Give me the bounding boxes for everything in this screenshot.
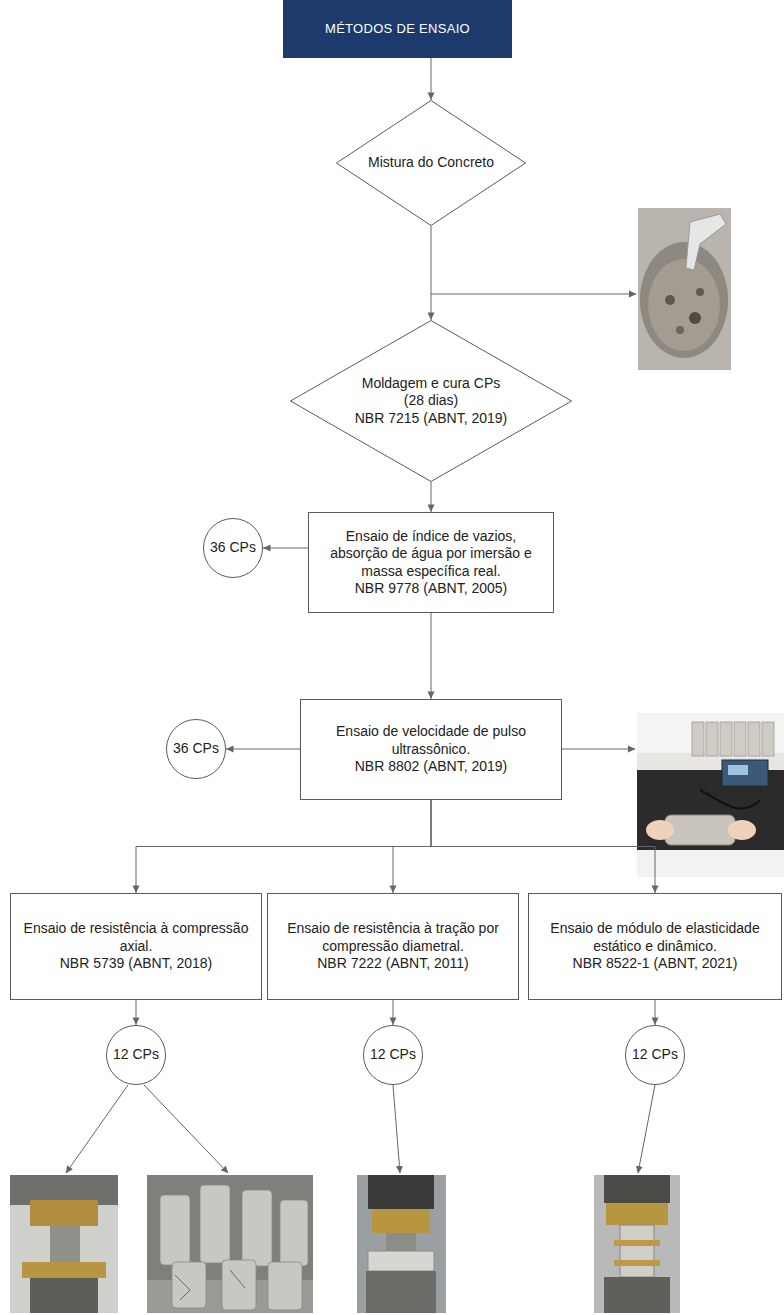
process-box: Ensaio de resistência à compressão axial… [10, 893, 262, 1000]
photo-arrow [144, 1085, 228, 1173]
arrow-head [428, 692, 435, 700]
connector-line [226, 749, 300, 750]
photo-arrow [431, 294, 636, 295]
text-group: Ensaio de índice de vazios, absorção de … [318, 528, 544, 598]
press-photo [357, 1175, 446, 1313]
photo-arrow [66, 1085, 128, 1173]
photo-arrow [562, 749, 635, 750]
arrow-head [390, 886, 397, 894]
node-label: NBR 8802 (ABNT, 2019) [311, 758, 551, 776]
text-group: 12 CPs [367, 1046, 419, 1064]
connector-line [431, 226, 432, 320]
flow-arrow [428, 226, 435, 320]
count-label: 36 CPs [170, 740, 222, 758]
arrow-head [263, 545, 271, 552]
node-label: Ensaio de resistência à tração por compr… [277, 920, 509, 955]
count-circle: 12 CPs [625, 1025, 685, 1085]
connector-line [393, 800, 431, 893]
count-circle: 36 CPs [166, 719, 226, 779]
arrow-head [428, 93, 435, 101]
flow-arrow [428, 482, 435, 512]
node-label: Ensaio de índice de vazios, absorção de … [318, 528, 544, 581]
decision-diamond: Moldagem e cura CPs (28 dias)NBR 7215 (A… [290, 320, 572, 482]
connector-line [136, 800, 431, 893]
decision-diamond: Mistura do Concreto [336, 100, 526, 226]
flow-arrow [390, 800, 432, 893]
text-group: Ensaio de resistência à compressão axial… [20, 920, 252, 973]
connector-line [431, 800, 655, 893]
arrow-head [652, 1018, 659, 1026]
text-group: Ensaio de módulo de elasticidade estátic… [538, 920, 772, 973]
node-label: NBR 9778 (ABNT, 2005) [318, 580, 544, 598]
photo-arrow [393, 1085, 400, 1173]
flow-arrow [390, 1000, 397, 1025]
title-box: MÉTODOS DE ENSAIO [283, 0, 512, 58]
arrow-head [226, 746, 234, 753]
flow-arrow [431, 800, 659, 893]
node-label: Ensaio de resistência à compressão axial… [20, 920, 252, 955]
flow-arrow [652, 1000, 659, 1025]
count-label: 36 CPs [207, 539, 259, 557]
photo-arrow [638, 1085, 655, 1173]
node-label: NBR 7215 (ABNT, 2019) [351, 410, 511, 428]
diamond-outline [291, 321, 572, 482]
count-circle: 12 CPs [106, 1025, 166, 1085]
count-label: 12 CPs [110, 1046, 162, 1064]
flow-arrow [428, 613, 435, 699]
arrow-head [133, 1018, 140, 1026]
text-group: 12 CPs [110, 1046, 162, 1064]
flow-arrow [263, 545, 308, 552]
mixer-photo [638, 208, 731, 370]
specimens-photo [147, 1175, 313, 1313]
arrow-head [652, 886, 659, 894]
count-label: 12 CPs [629, 1046, 681, 1064]
process-box: Ensaio de velocidade de pulso ultrassôni… [300, 699, 562, 800]
count-label: 12 CPs [367, 1046, 419, 1064]
press-photo [594, 1175, 680, 1313]
process-box: Ensaio de módulo de elasticidade estátic… [528, 893, 782, 1000]
arrow-head [428, 313, 435, 321]
node-label: Ensaio de velocidade de pulso ultrassôni… [311, 723, 551, 758]
text-group: 36 CPs [207, 539, 259, 557]
text-group: MÉTODOS DE ENSAIO [293, 21, 503, 37]
text-group: 36 CPs [170, 740, 222, 758]
flow-arrow [226, 746, 300, 753]
count-circle: 36 CPs [203, 518, 263, 578]
flow-arrow [133, 1000, 140, 1025]
arrow-head [390, 1018, 397, 1026]
node-label: NBR 5739 (ABNT, 2018) [20, 955, 252, 973]
text-group: Ensaio de resistência à tração por compr… [277, 920, 509, 973]
node-label: NBR 8522-1 (ABNT, 2021) [538, 955, 772, 973]
node-label: Mistura do Concreto [361, 154, 501, 172]
process-box: Ensaio de índice de vazios, absorção de … [308, 512, 554, 613]
flow-arrow [428, 58, 435, 100]
text-group: Mistura do Concreto [361, 154, 501, 172]
count-circle: 12 CPs [363, 1025, 423, 1085]
diamond-outline [337, 101, 526, 226]
arrow-head [133, 886, 140, 894]
process-box: Ensaio de resistência à tração por compr… [267, 893, 519, 1000]
text-group: 12 CPs [629, 1046, 681, 1064]
flow-arrow [133, 800, 432, 893]
ultrasound-photo [637, 713, 784, 877]
text-group: Moldagem e cura CPs (28 dias)NBR 7215 (A… [351, 375, 511, 428]
node-label: Moldagem e cura CPs (28 dias) [351, 375, 511, 410]
text-group: Ensaio de velocidade de pulso ultrassôni… [311, 723, 551, 776]
arrow-head [428, 505, 435, 513]
node-label: Ensaio de módulo de elasticidade estátic… [538, 920, 772, 955]
press-photo [10, 1175, 118, 1313]
connector-line [431, 613, 432, 699]
node-label: MÉTODOS DE ENSAIO [293, 21, 503, 37]
node-label: NBR 7222 (ABNT, 2011) [277, 955, 509, 973]
